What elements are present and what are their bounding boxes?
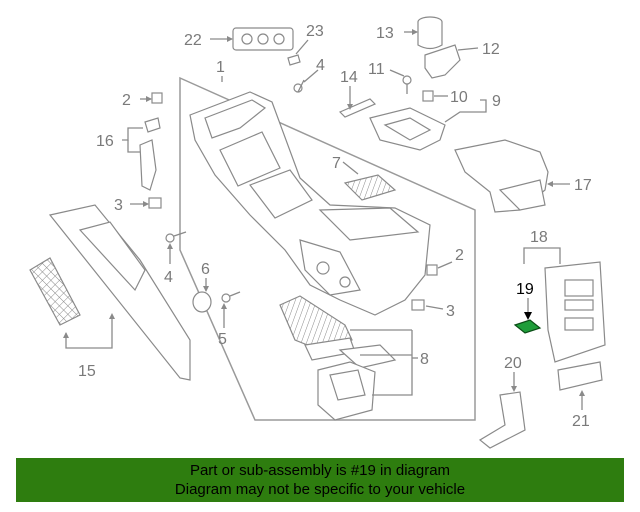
info-banner: Part or sub-assembly is #19 in diagram D… — [16, 458, 624, 502]
banner-line-2: Diagram may not be specific to your vehi… — [174, 481, 466, 498]
callout-12: 12 — [482, 41, 500, 58]
part-1-console-body — [189, 91, 431, 316]
part-15-side-panel — [29, 204, 191, 381]
part-6-plug — [192, 291, 212, 313]
part-10-clip — [422, 90, 434, 102]
part-17-armrest — [454, 139, 549, 213]
callout-18: 18 — [530, 229, 548, 246]
callout-3-right: 3 — [446, 303, 455, 320]
callout-leaders — [63, 29, 585, 410]
callout-15: 15 — [78, 363, 96, 380]
parts-diagram: 1 2 2 3 3 4 4 5 6 7 8 9 10 11 12 13 14 1… — [29, 16, 606, 449]
part-22-switch-panel — [232, 27, 294, 51]
callout-4-top: 4 — [316, 57, 325, 74]
callout-2-right: 2 — [455, 247, 464, 264]
callout-5: 5 — [218, 331, 227, 348]
part-5-screw — [221, 291, 241, 303]
callout-2-left: 2 — [122, 92, 131, 109]
callout-3-left: 3 — [114, 197, 123, 214]
callout-1: 1 — [216, 59, 225, 76]
part-9-upper-tray — [369, 107, 446, 151]
assembly-1-outline — [179, 76, 476, 421]
part-13-cup — [417, 16, 443, 50]
part-8-tray — [279, 295, 397, 421]
callout-6: 6 — [201, 261, 210, 278]
part-4-screws — [165, 79, 305, 243]
callout-13: 13 — [376, 25, 394, 42]
callout-17: 17 — [574, 177, 592, 194]
callout-7: 7 — [332, 155, 341, 172]
callout-19: 19 — [516, 281, 534, 298]
callout-11: 11 — [368, 61, 385, 78]
part-16-bracket — [139, 117, 161, 191]
callout-22: 22 — [184, 32, 202, 49]
callout-labels: 1 2 2 3 3 4 4 5 6 7 8 9 10 11 12 13 14 1… — [78, 23, 592, 430]
part-3-clips — [148, 197, 425, 311]
part-7-mat — [342, 161, 397, 201]
part-23-clip — [287, 54, 301, 66]
part-19-clip — [513, 319, 542, 334]
part-11-bolt — [402, 75, 412, 94]
callout-8: 8 — [420, 351, 429, 368]
callout-16: 16 — [96, 133, 114, 150]
callout-14: 14 — [340, 69, 358, 86]
callout-21: 21 — [572, 413, 590, 430]
part-18-rear-panel — [544, 261, 606, 363]
callout-9: 9 — [492, 93, 501, 110]
banner-line-1: Part or sub-assembly is #19 in diagram — [189, 462, 451, 479]
part-20-duct — [478, 391, 526, 449]
callout-10: 10 — [450, 89, 468, 106]
part-2-clips — [151, 92, 438, 276]
part-14-strip — [338, 98, 377, 118]
callout-4-left: 4 — [164, 269, 173, 286]
callout-23: 23 — [306, 23, 324, 40]
part-21-vent — [557, 361, 603, 391]
part-12-bracket — [424, 44, 461, 79]
callout-20: 20 — [504, 355, 522, 372]
